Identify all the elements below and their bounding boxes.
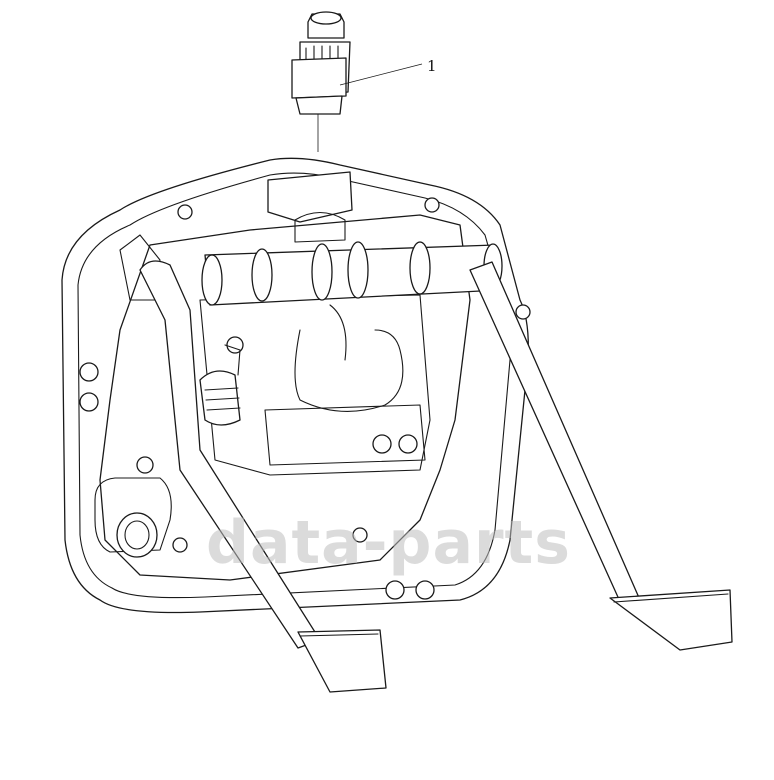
callout-leader-1 bbox=[339, 63, 423, 86]
clutch-pedal bbox=[139, 260, 387, 693]
watermark-text: data-parts bbox=[206, 508, 571, 578]
wiring-harness bbox=[294, 304, 404, 412]
switch-bracket bbox=[267, 171, 353, 243]
clutch-spring bbox=[199, 344, 241, 426]
pedal-switch-sensor bbox=[291, 11, 351, 152]
callout-label-1: 1 bbox=[427, 57, 437, 75]
brake-pedal bbox=[469, 261, 733, 651]
